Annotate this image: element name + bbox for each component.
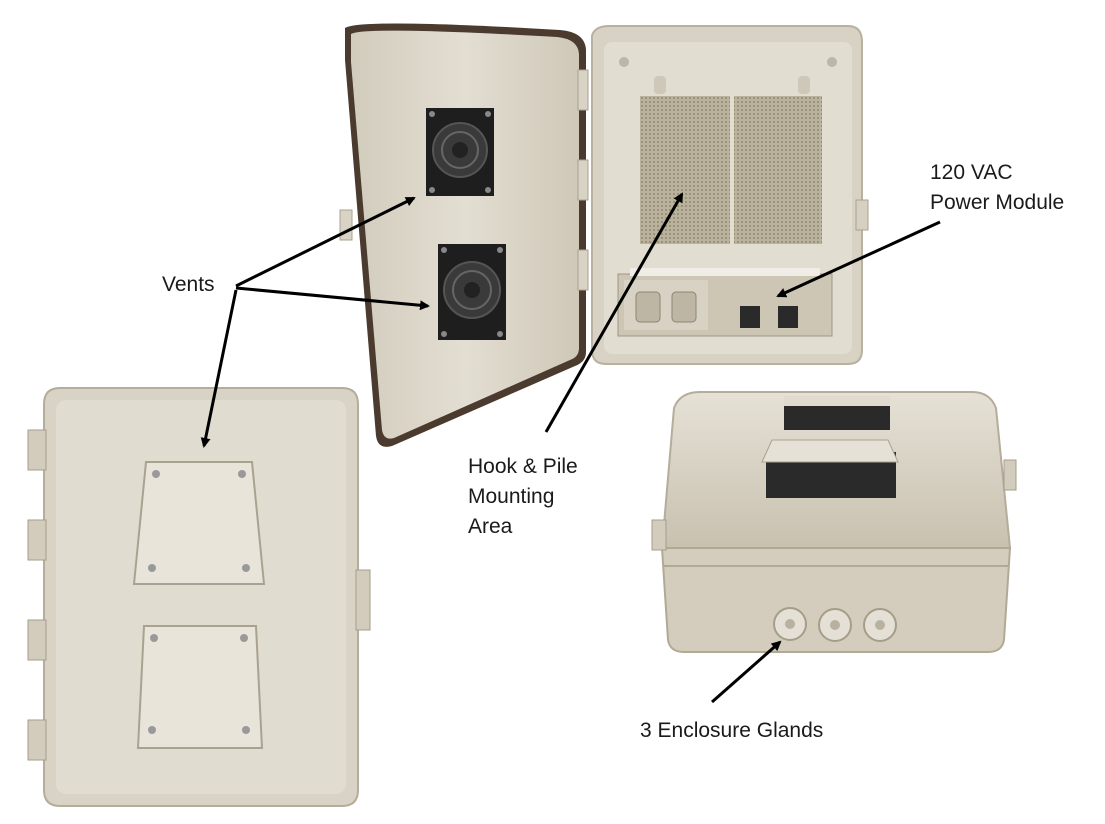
power-module-label: 120 VAC Power Module xyxy=(930,158,1064,218)
hook-pile-mounting-area xyxy=(640,96,822,244)
upper-fan-vent xyxy=(426,108,494,196)
hook-pile-label-line1: Hook & Pile xyxy=(468,455,578,478)
power-module-label-line2: Power Module xyxy=(930,191,1065,214)
callout-arrows xyxy=(200,192,941,704)
glands-label: 3 Enclosure Glands xyxy=(640,716,823,746)
vents-label-text: Vents xyxy=(162,273,215,296)
enclosure-glands xyxy=(773,607,897,642)
closed-enclosure-bottom xyxy=(651,391,1017,653)
vents-arrow-front xyxy=(200,289,238,448)
vents-arrow-lower xyxy=(235,286,430,311)
hook-pile-label-line2: Mounting xyxy=(468,485,555,508)
hook-pile-label: Hook & Pile Mounting Area xyxy=(468,452,578,542)
power-module xyxy=(617,268,833,337)
lower-fan-vent xyxy=(438,244,506,340)
power-module-arrow xyxy=(776,220,941,298)
vents-arrow-upper xyxy=(235,196,416,288)
hook-pile-label-line3: Area xyxy=(468,515,513,538)
open-door-left xyxy=(339,23,589,447)
vents-label: Vents xyxy=(162,270,215,300)
hook-pile-arrow xyxy=(544,192,684,433)
glands-label-text: 3 Enclosure Glands xyxy=(640,719,824,742)
power-module-label-line1: 120 VAC xyxy=(930,161,1013,184)
glands-arrow xyxy=(711,640,782,704)
closed-enclosure-front xyxy=(27,387,371,807)
